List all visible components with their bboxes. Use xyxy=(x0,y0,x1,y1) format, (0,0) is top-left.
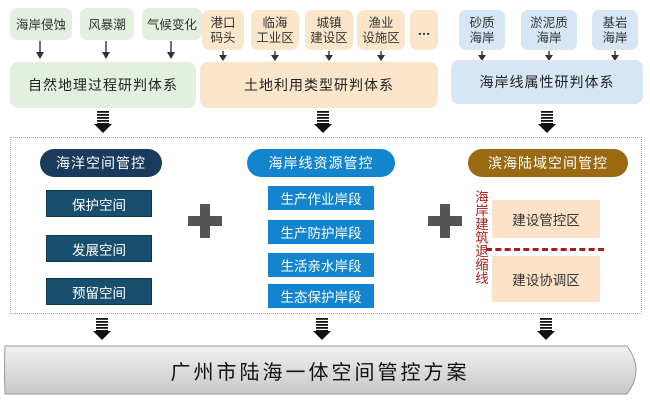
hatched-arrow-down-icon xyxy=(93,318,111,340)
arrow-down-icon xyxy=(545,51,553,61)
ocean-reserve-space: 预留空间 xyxy=(46,278,152,305)
scheme-title: 广州市陆海一体空间管控方案 xyxy=(170,359,470,384)
ocean-develop-space: 发展空间 xyxy=(46,235,152,262)
shoreline-production-operation: 生产作业岸段 xyxy=(268,186,374,210)
shoreline-living-waterfront: 生活亲水岸段 xyxy=(268,253,374,277)
setback-dashed-line xyxy=(486,248,604,251)
arrow-down-icon xyxy=(325,51,333,61)
control-frame xyxy=(10,137,642,314)
construction-control-zone: 建设管控区 xyxy=(492,200,600,238)
plus-icon xyxy=(428,204,462,238)
setback-line-label: 海岸建筑退缩线 xyxy=(472,190,488,285)
arrow-down-icon xyxy=(611,51,619,61)
land-item-fishery: 渔业 设施区 xyxy=(357,10,405,50)
natural-item-coastal-erosion: 海岸侵蚀 xyxy=(10,8,72,40)
band-land-use: 土地利用类型研判体系 xyxy=(200,62,438,108)
ocean-control-title: 海洋空间管控 xyxy=(40,149,162,177)
scheme-banner xyxy=(4,345,637,395)
natural-item-storm-surge: 风暴潮 xyxy=(80,8,134,40)
shoreline-production-protection: 生产防护岸段 xyxy=(268,220,374,244)
arrow-down-icon xyxy=(219,51,227,61)
land-item-ellipsis: … xyxy=(410,10,438,50)
hatched-arrow-down-icon xyxy=(94,111,112,133)
arrow-down-icon xyxy=(478,51,486,61)
land-item-industrial: 临海 工业区 xyxy=(251,10,299,50)
ocean-protect-space: 保护空间 xyxy=(46,190,152,217)
arrow-down-icon xyxy=(102,41,110,59)
coast-item-bedrock: 基岩 海岸 xyxy=(592,10,638,50)
arrow-down-icon xyxy=(271,51,279,61)
arrow-down-icon xyxy=(36,41,44,59)
coast-item-sandy: 砂质 海岸 xyxy=(459,10,505,50)
hatched-arrow-down-icon xyxy=(314,111,332,133)
construction-coordination-zone: 建设协调区 xyxy=(492,256,600,302)
band-natural-process: 自然地理过程研判体系 xyxy=(10,62,196,108)
hatched-arrow-down-icon xyxy=(538,111,556,133)
arrow-down-icon xyxy=(377,51,385,61)
coastal-land-control-title: 滨海陆域空间管控 xyxy=(468,149,628,177)
arrow-down-icon xyxy=(167,41,175,59)
natural-item-climate-change: 气候变化 xyxy=(142,8,202,40)
land-item-urban: 城镇 建设区 xyxy=(305,10,353,50)
shoreline-ecological-protection: 生态保护岸段 xyxy=(268,284,374,308)
shoreline-control-title: 海岸线资源管控 xyxy=(247,149,395,177)
band-coastline-attribute: 海岸线属性研判体系 xyxy=(451,60,643,104)
land-item-port: 港口 码头 xyxy=(202,10,244,50)
hatched-arrow-down-icon xyxy=(313,318,331,340)
hatched-arrow-down-icon xyxy=(537,318,555,340)
plus-icon xyxy=(188,204,222,238)
coast-item-muddy: 淤泥质 海岸 xyxy=(521,10,577,50)
